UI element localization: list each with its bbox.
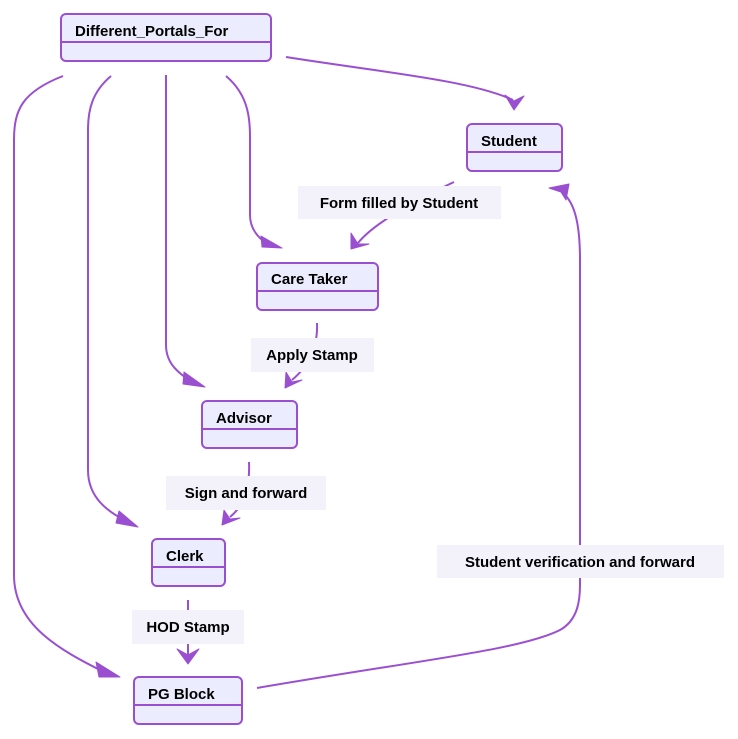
edge-pgblock-to-student: Student verification and forward <box>256 183 724 689</box>
edge-student-to-caretaker: Form filled by Student <box>298 181 501 250</box>
edge-label-form-filled: Form filled by Student <box>320 195 478 212</box>
edge-label-apply-stamp: Apply Stamp <box>266 347 358 364</box>
edge-portals-to-caretaker <box>225 75 283 249</box>
node-pg-block: PG Block <box>133 676 243 725</box>
edge-label-sign-forward: Sign and forward <box>185 485 308 502</box>
node-different-portals-for: Different_Portals_For <box>60 13 272 62</box>
edge-advisor-to-clerk: Sign and forward <box>166 461 326 526</box>
svg-text:Care Taker: Care Taker <box>271 271 348 288</box>
node-clerk: Clerk <box>151 538 226 587</box>
node-care-taker: Care Taker <box>256 262 379 311</box>
edge-clerk-to-pgblock: HOD Stamp <box>132 600 244 665</box>
svg-text:Advisor: Advisor <box>216 410 272 427</box>
edge-portals-to-advisor <box>165 75 206 388</box>
edge-caretaker-to-advisor: Apply Stamp <box>251 322 374 389</box>
edge-portals-to-student <box>285 56 525 111</box>
edge-portals-to-pgblock <box>13 75 121 678</box>
edge-label-hod-stamp: HOD Stamp <box>146 619 229 636</box>
svg-text:PG Block: PG Block <box>148 686 215 703</box>
node-advisor: Advisor <box>201 400 298 449</box>
edge-label-student-verification: Student verification and forward <box>465 554 695 571</box>
svg-text:Clerk: Clerk <box>166 548 204 565</box>
svg-text:Different_Portals_For: Different_Portals_For <box>75 23 229 40</box>
node-student: Student <box>466 123 563 172</box>
svg-text:Student: Student <box>481 133 537 150</box>
edge-portals-to-clerk <box>87 75 139 528</box>
